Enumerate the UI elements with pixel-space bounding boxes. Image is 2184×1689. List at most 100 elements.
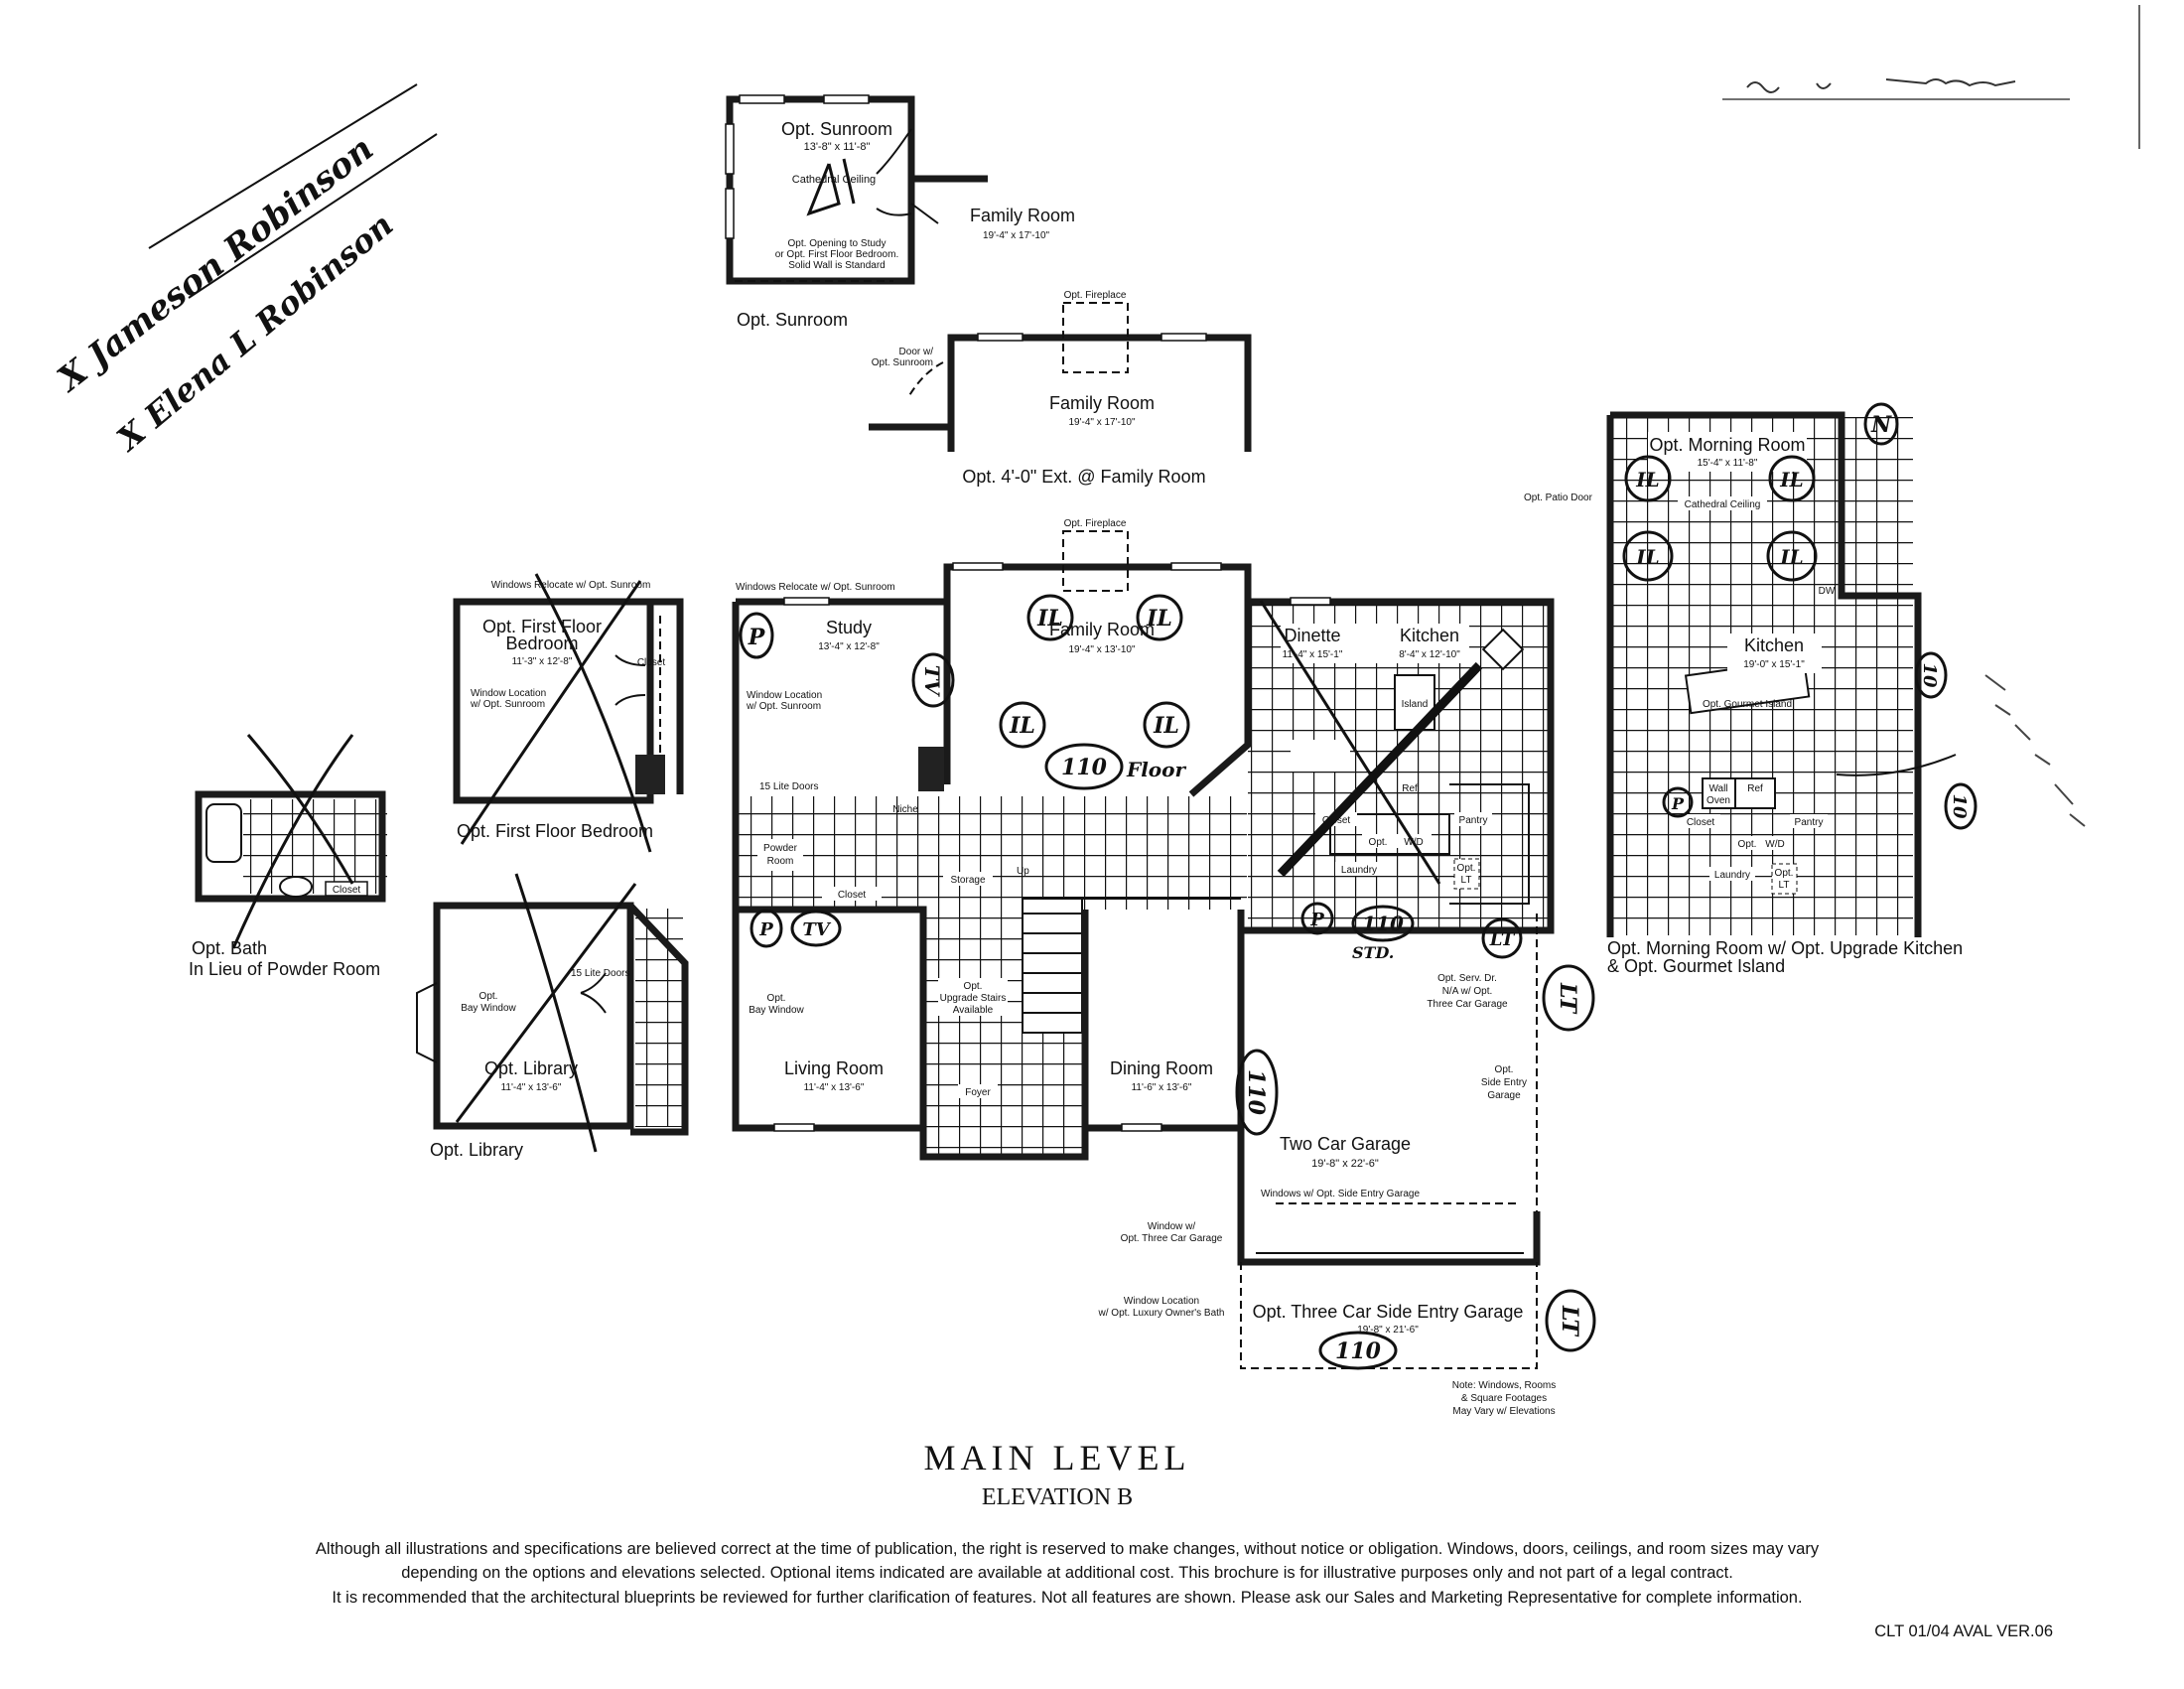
ext-room-dims: 19'-4" x 17'-10": [1068, 417, 1136, 428]
svg-text:IL: IL: [1009, 713, 1035, 739]
annotation-110: 110: [1351, 905, 1415, 942]
bedroom-label-2: Bedroom: [505, 633, 578, 653]
library-bay-1: Opt.: [479, 991, 498, 1002]
staircase: [1022, 898, 1241, 1034]
serv-door-note-3: Three Car Garage: [1427, 999, 1508, 1010]
lt-label-2: LT: [1461, 875, 1472, 886]
powder-room-2: Room: [767, 856, 794, 867]
morning-laundry-label: Laundry: [1714, 870, 1750, 881]
lt-label-1: Opt.: [1457, 863, 1476, 874]
laundry-label: Laundry: [1341, 865, 1377, 876]
side-entry-3: Garage: [1487, 1090, 1521, 1101]
annotation-n: N: [1863, 402, 1899, 446]
serv-door-note-2: N/A w/ Opt.: [1442, 986, 1493, 997]
morning-room-label: Opt. Morning Room: [1649, 435, 1805, 455]
svg-text:110: 110: [1362, 912, 1404, 935]
three-car-garage-label: Opt. Three Car Side Entry Garage: [1253, 1302, 1524, 1322]
bedroom-windows-note: Windows Relocate w/ Opt. Sunroom: [491, 580, 651, 591]
windows-relocate-note: Windows Relocate w/ Opt. Sunroom: [736, 582, 895, 593]
annotation-il: IL: [999, 701, 1046, 749]
morning-ceiling: Cathedral Ceiling: [1685, 499, 1761, 510]
morning-pantry-label: Pantry: [1795, 817, 1824, 828]
patio-door-label: Opt. Patio Door: [1524, 493, 1593, 503]
living-room-dims: 11'-4" x 13'-6": [804, 1082, 865, 1093]
morning-lt-1: Opt.: [1775, 868, 1794, 879]
cross-out-mark: [460, 573, 652, 853]
svg-text:10: 10: [1949, 793, 1970, 819]
side-entry-2: Side Entry: [1481, 1077, 1527, 1088]
signature-underline: [148, 83, 438, 299]
library-label: Opt. Library: [484, 1058, 578, 1078]
upgrade-kitchen-label: Kitchen: [1744, 635, 1804, 655]
dining-room-label: Dining Room: [1110, 1058, 1213, 1078]
annotation-il: IL: [1143, 701, 1190, 749]
stairs-note-1: Opt.: [964, 981, 983, 992]
ext-room-label: Family Room: [1049, 393, 1155, 413]
bath-caption-2: In Lieu of Powder Room: [189, 959, 380, 979]
annotation-p: P: [1662, 786, 1694, 818]
luxury-window-1: Window Location: [1124, 1296, 1199, 1307]
morning-caption-2: & Opt. Gourmet Island: [1607, 956, 1785, 976]
svg-text:110: 110: [1243, 1069, 1269, 1116]
hall-closet: Closet: [838, 890, 867, 901]
annotation-il: IL: [1624, 455, 1672, 502]
annotation-10: 10: [1914, 651, 1948, 699]
annotation-lt: LT: [1542, 964, 1595, 1032]
cross-out-mark: [455, 873, 637, 1153]
svg-text:P: P: [1671, 794, 1685, 813]
study-label: Study: [826, 618, 872, 637]
annotation-il: IL: [1622, 530, 1674, 582]
library-caption: Opt. Library: [430, 1140, 523, 1160]
powder-room-1: Powder: [763, 843, 798, 854]
dw-label: DW: [1819, 586, 1836, 597]
morning-room-inset: Opt. Patio Door Opt. Morning Room 15'-4"…: [1524, 411, 2086, 976]
sunroom-inset: Opt. Sunroom 13'-8" x 11'-8" Cathedral C…: [725, 94, 1075, 330]
disclaimer: Although all illustrations and specifica…: [316, 1540, 2053, 1640]
cross-out-mark: [1277, 661, 1483, 878]
note-line-1: Note: Windows, Rooms: [1452, 1380, 1556, 1391]
annotation-p: P: [750, 909, 783, 948]
top-right-scribble: [1722, 5, 2140, 149]
svg-text:LT: LT: [1555, 982, 1580, 1015]
annotation-il: IL: [1768, 455, 1816, 502]
library-inset: 15 Lite Doors Opt. Bay Window Opt. Libra…: [416, 873, 689, 1160]
study-window-note-2: w/ Opt. Sunroom: [746, 701, 821, 712]
library-bay-2: Bay Window: [461, 1003, 516, 1014]
svg-text:110: 110: [1335, 1338, 1382, 1364]
sunroom-dims: 13'-8" x 11'-8": [804, 141, 871, 153]
svg-text:N: N: [1870, 412, 1892, 438]
svg-text:P: P: [758, 919, 773, 940]
main-plan: Windows Relocate w/ Opt. Sunroom Study 1…: [732, 518, 1556, 1417]
pen-mark: [806, 158, 856, 216]
bedroom-inset: Windows Relocate w/ Opt. Sunroom Opt. Fi…: [453, 573, 684, 853]
stairs-up-label: Up: [1017, 866, 1029, 877]
dining-room-dims: 11'-6" x 13'-6": [1132, 1082, 1192, 1093]
bedroom-dims: 11'-3" x 12'-8": [512, 656, 573, 667]
annotation-110: 110: [1235, 1049, 1279, 1136]
pen-leader: [1836, 754, 1957, 776]
family-room-label: Family Room: [1049, 620, 1155, 639]
bedroom-window-note-2: w/ Opt. Sunroom: [470, 699, 545, 710]
svg-text:IL: IL: [1146, 606, 1172, 632]
svg-text:IL: IL: [1779, 545, 1803, 569]
svg-text:P: P: [1309, 910, 1324, 930]
gourmet-island-label: Opt. Gourmet Island: [1703, 699, 1792, 710]
svg-text:IL: IL: [1153, 713, 1179, 739]
three-car-window-2: Opt. Three Car Garage: [1121, 1233, 1223, 1244]
ext-caption: Opt. 4'-0" Ext. @ Family Room: [962, 467, 1205, 487]
svg-text:10: 10: [1919, 662, 1940, 688]
bedroom-caption: Opt. First Floor Bedroom: [457, 821, 653, 841]
study-window-note-1: Window Location: [747, 690, 822, 701]
annotation-tv: TV: [790, 910, 842, 947]
upgrade-kitchen-dims: 19'-0" x 15'-1": [1743, 659, 1805, 670]
sunroom-note-3: Solid Wall is Standard: [788, 260, 885, 271]
sunroom-adjacent-room: Family Room: [970, 206, 1075, 225]
stairs-note-3: Available: [953, 1005, 994, 1016]
annotation-p: P: [1300, 902, 1334, 935]
cross-out-mark: [231, 734, 354, 949]
page-subtitle: ELEVATION B: [982, 1484, 1133, 1510]
family-room-dims: 19'-4" x 13'-10": [1068, 644, 1136, 655]
luxury-window-2: w/ Opt. Luxury Owner's Bath: [1098, 1308, 1225, 1319]
svg-text:LT: LT: [1557, 1305, 1582, 1337]
